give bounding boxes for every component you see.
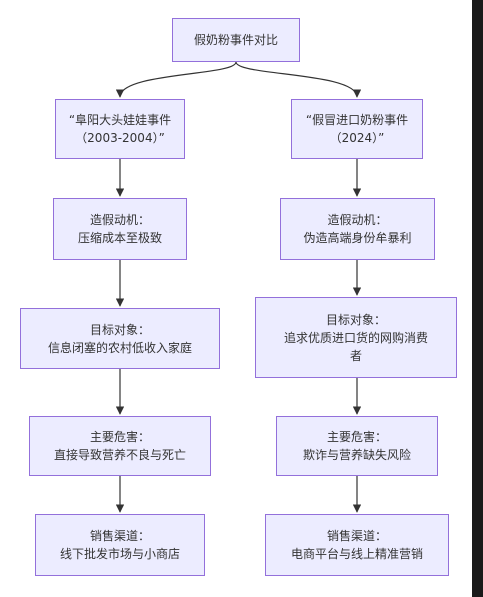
- node-left-harm: 主要危害： 直接导致营养不良与死亡: [29, 416, 211, 476]
- node-left-channel: 销售渠道： 线下批发市场与小商店: [35, 514, 205, 576]
- node-left-target: 目标对象： 信息闭塞的农村低收入家庭: [20, 308, 220, 369]
- node-right-target: 目标对象： 追求优质进口货的网购消费 者: [255, 297, 457, 378]
- node-right-harm-line-1: 主要危害：: [326, 430, 387, 444]
- node-left-motive: 造假动机： 压缩成本至极致: [53, 198, 187, 260]
- node-right-harm: 主要危害： 欺诈与营养缺失风险: [276, 416, 438, 476]
- node-right-channel-line-1: 销售渠道：: [326, 529, 387, 543]
- node-right-motive-line-2: 伪造高端身份牟暴利: [303, 231, 412, 245]
- node-right-channel: 销售渠道： 电商平台与线上精准营销: [265, 514, 449, 576]
- node-left-channel-line-2: 线下批发市场与小商店: [59, 547, 180, 561]
- node-right-target-line-2: 追求优质进口货的网购消费: [283, 330, 428, 345]
- node-right-event-line-2: （2024）”: [329, 131, 385, 145]
- node-left-event: “阜阳大头娃娃事件 （2003-2004）”: [55, 99, 185, 159]
- diagram-canvas: 假奶粉事件对比 “阜阳大头娃娃事件 （2003-2004）” 造假动机： 压缩成…: [20, 18, 457, 576]
- edge-layer: [115, 61, 362, 513]
- node-right-event-line-1: “假冒进口奶粉事件: [305, 113, 409, 127]
- node-left-harm-line-2: 直接导致营养不良与死亡: [53, 448, 186, 462]
- node-left-channel-line-1: 销售渠道：: [89, 529, 150, 543]
- scrollbar-track[interactable]: [472, 0, 483, 597]
- node-right-motive-line-1: 造假动机：: [327, 213, 388, 227]
- node-right-target-line-1: 目标对象：: [325, 312, 386, 327]
- node-left-motive-line-1: 造假动机：: [89, 213, 150, 227]
- node-right-target-line-3: 者: [349, 348, 362, 363]
- node-left-event-line-1: “阜阳大头娃娃事件: [68, 113, 172, 127]
- node-left-target-line-1: 目标对象：: [89, 322, 150, 337]
- node-right-event: “假冒进口奶粉事件 （2024）”: [291, 99, 423, 159]
- node-left-harm-line-1: 主要危害：: [89, 430, 150, 444]
- node-right-channel-line-2: 电商平台与线上精准营销: [290, 547, 423, 561]
- node-root-line-1: 假奶粉事件对比: [193, 33, 278, 47]
- edge-root-right: [235, 61, 362, 98]
- node-root: 假奶粉事件对比: [172, 18, 300, 62]
- node-left-event-line-2: （2003-2004）”: [75, 131, 165, 145]
- edge-root-left: [115, 61, 237, 98]
- node-left-target-line-2: 信息闭塞的农村低收入家庭: [47, 340, 192, 355]
- node-right-harm-line-2: 欺诈与营养缺失风险: [302, 448, 411, 462]
- node-right-motive: 造假动机： 伪造高端身份牟暴利: [280, 198, 435, 260]
- node-left-motive-line-2: 压缩成本至极致: [77, 231, 162, 245]
